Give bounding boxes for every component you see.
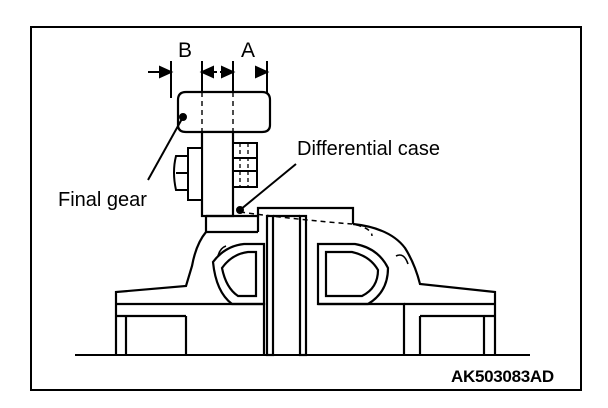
dimension-a-label: A xyxy=(241,39,256,62)
figure-code: AK503083AD xyxy=(451,367,554,386)
differential-case-body xyxy=(114,206,497,357)
dimension-b-label: B xyxy=(178,39,193,62)
final-gear xyxy=(176,90,272,218)
bolt-nut xyxy=(173,142,258,201)
differential-case-label: Differential case xyxy=(297,138,441,160)
leader-lines xyxy=(147,113,297,214)
final-gear-label: Final gear xyxy=(58,189,147,211)
figure-border xyxy=(30,26,582,391)
